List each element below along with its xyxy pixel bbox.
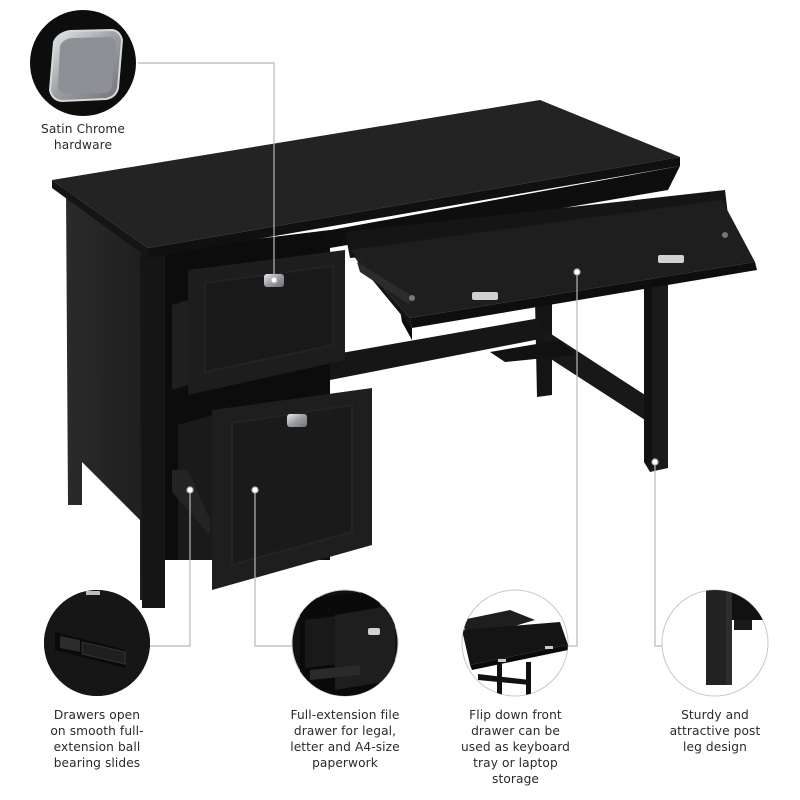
file-drawer-icon — [291, 589, 399, 697]
caption-ball-bearing-slides: Drawers open on smooth full- extension b… — [50, 708, 144, 770]
caption-post-leg: Sturdy and attractive post leg design — [669, 708, 761, 754]
upper-drawer — [172, 250, 345, 395]
connector-lines — [138, 62, 662, 647]
drawer-pull-icon — [287, 414, 307, 427]
hinge-icon — [658, 255, 684, 263]
file-drawer — [172, 388, 372, 590]
keyboard-tray — [345, 190, 757, 340]
ball-bearing-slide-icon — [44, 590, 150, 696]
caption-satin-chrome-hardware: Satin Chrome hardware — [41, 122, 125, 152]
post-leg-icon — [661, 589, 769, 697]
caption-keyboard-tray: Flip down front drawer can be used as ke… — [460, 708, 570, 786]
caption-file-drawer: Full-extension file drawer for legal, le… — [290, 708, 400, 770]
desk — [52, 100, 757, 608]
hinge-icon — [472, 292, 498, 300]
keyboard-tray-icon — [461, 589, 569, 697]
chrome-pull-icon — [30, 10, 136, 116]
